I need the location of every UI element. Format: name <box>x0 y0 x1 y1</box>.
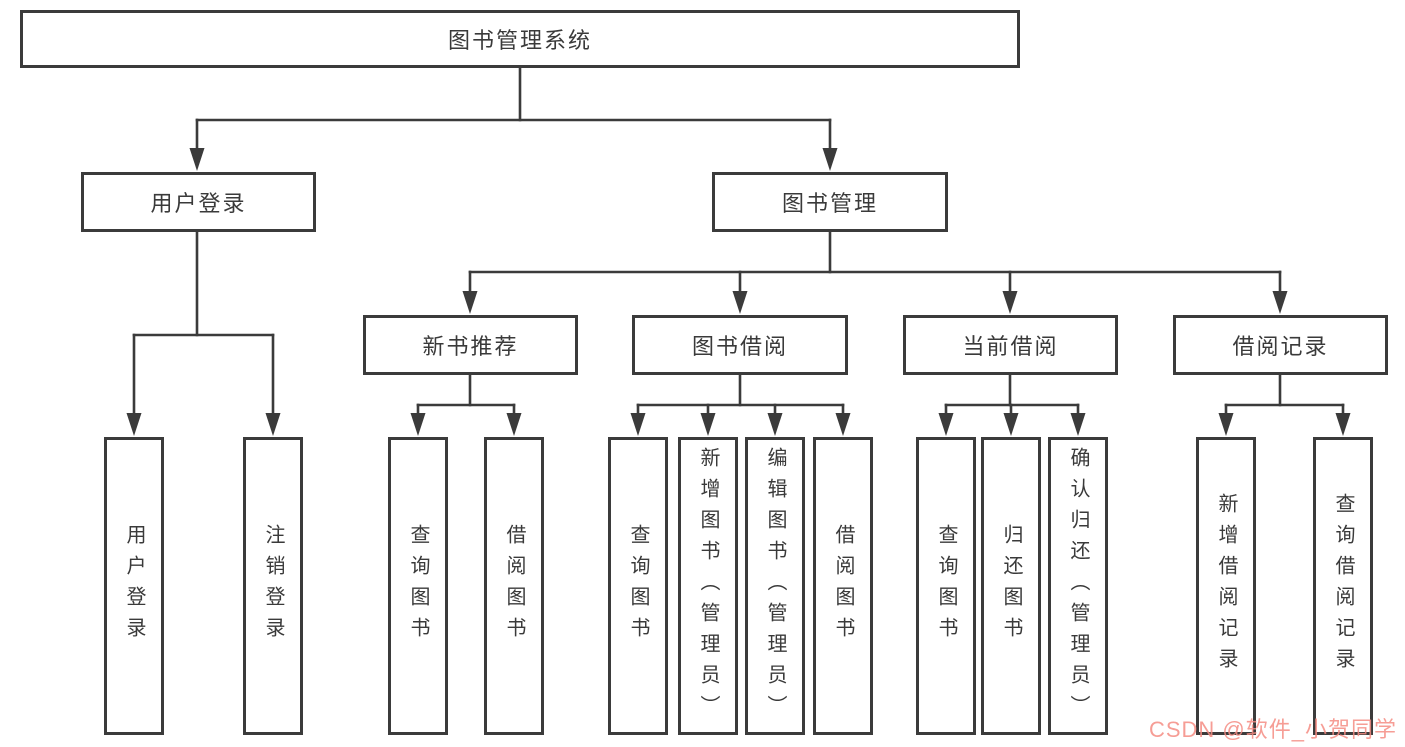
node-label: 借阅记录 <box>1232 334 1329 359</box>
leaf-current-return-books: 归还图书 <box>981 437 1041 735</box>
leaf-borrow-edit-books-admin: 编辑图书（管理员） <box>745 437 805 735</box>
leaf-borrow-query-books: 查询图书 <box>608 437 668 735</box>
node-label: 图书管理系统 <box>447 28 592 53</box>
leaf-borrow-add-books-admin: 新增图书（管理员） <box>678 437 738 735</box>
node-borrow-records: 借阅记录 <box>1173 315 1388 375</box>
node-book-management: 图书管理 <box>712 172 948 232</box>
leaf-label: 新增图书（管理员） <box>697 446 719 726</box>
leaf-label: 用户登录 <box>123 524 145 648</box>
leaf-label: 注销登录 <box>262 524 284 648</box>
leaf-label: 借阅图书 <box>832 524 854 648</box>
leaf-label: 借阅图书 <box>503 524 525 648</box>
node-label: 图书借阅 <box>691 334 788 359</box>
node-book-borrow: 图书借阅 <box>632 315 848 375</box>
node-current-borrow: 当前借阅 <box>903 315 1118 375</box>
leaf-label: 归还图书 <box>1000 524 1022 648</box>
node-label: 当前借阅 <box>962 334 1059 359</box>
leaf-user-login: 用户登录 <box>104 437 164 735</box>
leaf-borrow-borrow-books: 借阅图书 <box>813 437 873 735</box>
node-user-login: 用户登录 <box>81 172 316 232</box>
leaf-label: 查询借阅记录 <box>1332 493 1354 679</box>
leaf-records-add-record: 新增借阅记录 <box>1196 437 1256 735</box>
leaf-label: 确认归还（管理员） <box>1067 446 1089 726</box>
node-label: 用户登录 <box>150 191 247 216</box>
leaf-label: 查询图书 <box>935 524 957 648</box>
leaf-current-confirm-return-admin: 确认归还（管理员） <box>1048 437 1108 735</box>
leaf-label: 查询图书 <box>407 524 429 648</box>
leaf-label: 查询图书 <box>627 524 649 648</box>
node-new-book-recommend: 新书推荐 <box>363 315 578 375</box>
leaf-newbook-query-books: 查询图书 <box>388 437 448 735</box>
leaf-records-query-record: 查询借阅记录 <box>1313 437 1373 735</box>
leaf-label: 新增借阅记录 <box>1215 493 1237 679</box>
leaf-newbook-borrow-books: 借阅图书 <box>484 437 544 735</box>
node-library-system: 图书管理系统 <box>20 10 1020 68</box>
node-label: 图书管理 <box>781 191 878 216</box>
leaf-current-query-books: 查询图书 <box>916 437 976 735</box>
leaf-logout: 注销登录 <box>243 437 303 735</box>
node-label: 新书推荐 <box>422 334 519 359</box>
leaf-label: 编辑图书（管理员） <box>764 446 786 726</box>
